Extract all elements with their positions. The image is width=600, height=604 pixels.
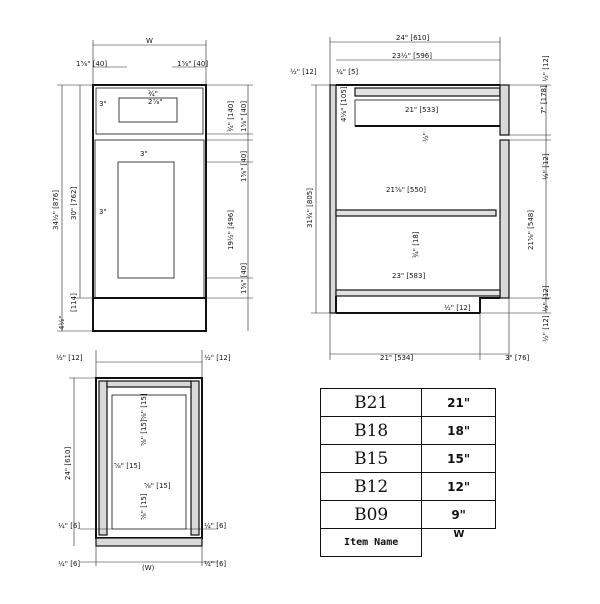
floor-depth-label: 23" [583]	[392, 272, 425, 280]
shelf-thk-label: ¾" [18]	[412, 231, 420, 258]
rail-3in-label-b: 3"	[140, 150, 148, 158]
right-dim-4-label: 19½" [496]	[227, 210, 235, 250]
right-half-b-label: ½" [12]	[542, 285, 550, 312]
table-row: B21 21"	[319, 388, 496, 417]
stile-left-dim: 1⅝" [40]	[76, 60, 107, 68]
item-size-cell: 15"	[421, 444, 496, 473]
right-half-c-label: ½" [12]	[542, 315, 550, 342]
bottom-width-label: (W)	[142, 564, 155, 572]
item-size-cell: 21"	[421, 388, 496, 417]
item-code-cell: B21	[319, 388, 423, 417]
face-frame-drawer	[499, 84, 510, 136]
door-height-label: 30" [762]	[70, 187, 78, 220]
right-dim-5-label: 1⅝" [40]	[240, 263, 248, 294]
inner-depth-label: 23½" [596]	[392, 52, 432, 60]
item-size-cell: 9"	[421, 500, 496, 529]
quarter-r2-label: ¼" [6]	[204, 560, 226, 568]
top-left-half-label: ½" [12]	[56, 354, 83, 362]
inner-c-label: ⅝" [15]	[114, 462, 141, 470]
quarter-l2-label: ¼" [6]	[58, 560, 80, 568]
bottom-depth-label: 21" [534]	[380, 354, 413, 362]
right-side-panel	[190, 380, 200, 536]
top-view: ½" [12] ½" [12] ⅝" [15] ⅝" [15] ⅝" [15] …	[56, 350, 231, 572]
item-size-cell: 18"	[421, 416, 496, 445]
stile-right-dim: 1⅝" [40]	[177, 60, 208, 68]
inner-d-label: ⅝" [15]	[144, 482, 171, 490]
drawer-label-top: ¾"	[148, 90, 158, 98]
right-height-label: 21⅝" [548]	[527, 210, 535, 250]
left-height-label: 31¾" [805]	[306, 188, 314, 228]
front-cabinet-outline	[92, 84, 207, 332]
item-code-cell: B18	[319, 416, 423, 445]
top-stretcher	[354, 87, 501, 97]
table-row: B15 15"	[319, 444, 496, 473]
bottom-toe-label: 3" [76]	[505, 354, 530, 362]
inner-a-label: ⅝" [15]	[140, 393, 148, 420]
back-quarter-label: ¼" [5]	[336, 68, 358, 76]
rail-3in-label-c: 3"	[99, 208, 107, 216]
table-row: B18 18"	[319, 416, 496, 445]
top-depth-label: 24" [610]	[64, 447, 72, 480]
right-half-a-label: ½" [12]	[542, 153, 550, 180]
table-row: B12 12"	[319, 472, 496, 501]
side-view: 24" [610] 23½" [596] ½" [12] ¼" [5] 4⅛" …	[290, 34, 551, 362]
drawer-depth-label: 21" [533]	[405, 106, 438, 114]
drawer-label-bottom: 2⅞"	[148, 98, 162, 106]
item-width-label: W	[421, 528, 496, 557]
toe-kick-bottom-label: 4½"	[58, 316, 66, 330]
face-frame-door	[499, 139, 510, 299]
top-width-label: W	[146, 37, 153, 45]
top-view-inner	[111, 394, 187, 530]
right-top-label: ½" [12]	[542, 55, 550, 82]
inner-b-label: ⅝" [15]	[140, 419, 148, 446]
back-panel	[329, 84, 337, 314]
cabinet-floor	[335, 289, 501, 297]
toe-kick-label: [114]	[70, 293, 78, 312]
overall-height-label: 34½" [876]	[52, 190, 60, 230]
drawer-front	[95, 87, 204, 135]
right-dim-2-label: 1⅝" [40]	[240, 101, 248, 132]
shelf-depth-label: 21⅝" [550]	[386, 186, 426, 194]
drawer-pull-panel	[118, 97, 178, 123]
quarter-r1-label: ¼" [6]	[204, 522, 226, 530]
item-size-cell: 12"	[421, 472, 496, 501]
left-side-panel	[98, 380, 108, 536]
floor-half-label: ½" [12]	[444, 304, 471, 312]
drawer-half-label: ½"	[422, 132, 430, 142]
rail-3in-label-a: 3"	[99, 100, 107, 108]
item-size-table: B21 21" B18 18" B15 15" B12 12" B09 9" I…	[319, 388, 496, 557]
inner-e-label: ⅝" [15]	[140, 493, 148, 520]
right-dim-3-label: 1⅝" [40]	[240, 151, 248, 182]
right-dim-1-label: ¾" [140]	[227, 101, 235, 132]
top-right-half-label: ½" [12]	[204, 354, 231, 362]
quarter-l1-label: ¼" [6]	[58, 522, 80, 530]
table-row: B09 9"	[319, 500, 496, 529]
right-drawer-label: 7" [178]	[540, 85, 548, 114]
item-code-cell: B12	[319, 472, 423, 501]
item-code-cell: B09	[319, 500, 423, 529]
door-raised-panel	[117, 161, 175, 279]
adjustable-shelf	[335, 209, 497, 217]
front-view: W 1⅝" [40] 1⅝" [40] 3" ¾" 2⅞" 3" 3" 34½"…	[52, 37, 253, 332]
back-top-label: ½" [12]	[290, 68, 317, 76]
table-footer-row: Item Name W	[319, 528, 496, 557]
top-view-face-frame	[95, 537, 203, 547]
item-code-cell: B15	[319, 444, 423, 473]
top-rail-label: 4⅛" [105]	[340, 86, 348, 122]
item-name-label: Item Name	[319, 528, 423, 557]
top-view-back	[106, 380, 192, 388]
overall-depth-label: 24" [610]	[396, 34, 429, 42]
door-front	[94, 139, 205, 299]
